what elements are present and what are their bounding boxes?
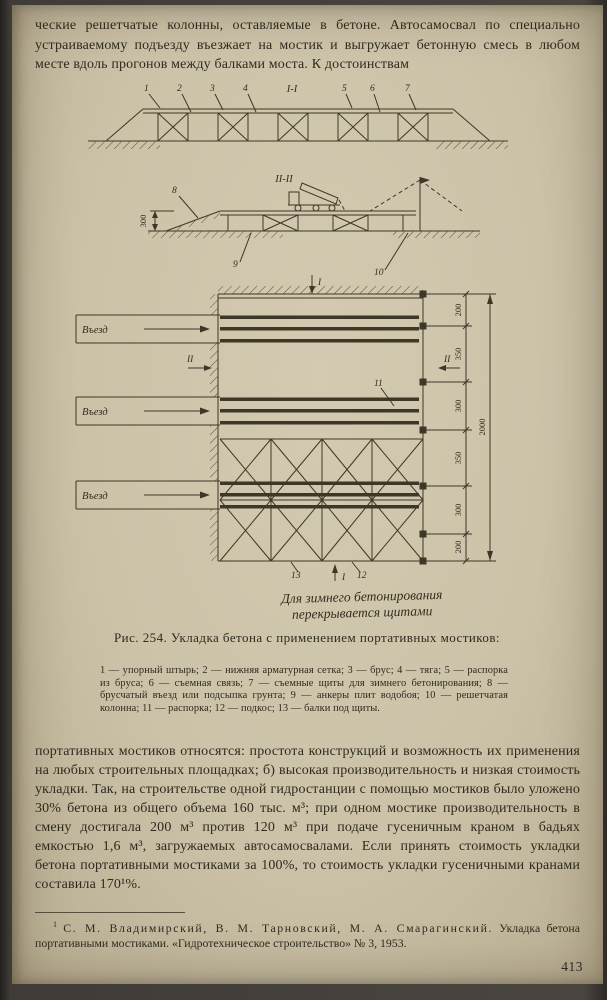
callout-5: 5 (342, 84, 347, 94)
cut-mark-ii-left: II (186, 355, 212, 371)
entrance-3-beams (220, 481, 419, 509)
plan-top-hatch (218, 286, 423, 294)
ground-hatch-left (88, 141, 160, 149)
cut-i-bottom-label: I (341, 573, 346, 583)
footnote-authors: С. М. Владимирский, В. М. Тарновский, М.… (63, 920, 494, 935)
entrance-3-label: Въезд (82, 491, 108, 502)
callout-13: 13 (291, 571, 301, 581)
cut-mark-i-top: I (309, 275, 322, 294)
plan-left-hatch-3 (210, 425, 218, 481)
entrance-1-label: Въезд (82, 325, 108, 336)
ground-hatch-ii-right (393, 231, 480, 238)
dim-chain-1: 200 (453, 304, 463, 317)
paragraph-body: портативных мостиков относятся: простота… (35, 744, 580, 892)
plan-left-hatch-1 (210, 294, 218, 315)
callout-2: 2 (177, 84, 182, 94)
dim-300: 300 (138, 210, 174, 232)
page-number: 413 (561, 959, 583, 974)
callout-7: 7 (405, 84, 411, 94)
bridge-deck-section (148, 210, 480, 232)
cut-ii-right-label: II (443, 355, 451, 365)
figure-caption: Рис. 254. Укладка бетона с применением п… (113, 630, 500, 645)
dim-chain-5: 300 (453, 504, 463, 517)
entrance-2: Въезд (75, 396, 419, 426)
callout-1: 1 (144, 84, 149, 94)
dim-label-300: 300 (138, 215, 148, 228)
dimension-overall: 2000 (472, 293, 496, 562)
footnote-text: Укладка бетона портативными мостиками. «… (35, 920, 580, 950)
callout-6: 6 (370, 84, 375, 94)
footnote: 1 С. М. Владимирский, В. М. Тарновский, … (35, 918, 580, 950)
cut-mark-i-bottom: I (332, 564, 346, 583)
figure-legend: 1 — упорный штырь; 2 — нижняя арматурная… (100, 665, 508, 714)
callout-leaders-1-7: 1 2 3 4 5 6 7 (144, 84, 417, 113)
section-ii-ii: II-II (138, 174, 480, 278)
dump-truck (288, 182, 346, 212)
plan-walls (217, 293, 424, 562)
dim-chain-2: 350 (453, 348, 463, 361)
section-label-ii-ii: II-II (274, 174, 293, 185)
entrance-1: Въезд (75, 314, 419, 344)
entrance-3: Въезд (75, 480, 419, 510)
dim-chain-3: 300 (453, 400, 463, 413)
cut-mark-ii-right: II (438, 355, 460, 371)
figure-drawing: I-I 1 2 3 4 5 6 7 (75, 84, 508, 583)
footnote-marker: 1 (53, 920, 57, 929)
cut-i-top-label: I (317, 278, 322, 288)
callout-10: 10 (374, 268, 384, 278)
dim-chain-4: 350 (453, 452, 463, 465)
shield-grid (219, 438, 424, 562)
plan-left-hatch-4 (210, 509, 218, 561)
section-i-i: I-I 1 2 3 4 5 6 7 (88, 84, 508, 149)
callout-9: 9 (233, 260, 238, 270)
callout-4: 4 (243, 84, 248, 94)
plan-left-hatch-2 (210, 343, 218, 397)
anchor-pole (369, 177, 463, 231)
callout-3: 3 (209, 84, 215, 94)
section-label-i-i: I-I (286, 84, 298, 95)
callout-leaders-11-13: 11 12 13 (290, 379, 395, 581)
callout-8: 8 (172, 186, 177, 196)
dim-overall-2000: 2000 (477, 419, 487, 436)
entrance-1-beams (220, 315, 419, 343)
ground-hatch-right (436, 141, 508, 149)
callout-12: 12 (357, 571, 367, 581)
plan-view: Въезд Въезд (75, 275, 496, 583)
ground-hatch-ii-left (148, 231, 283, 238)
figure-handwritten-note: Для зимнего бетонирования перекрывается … (247, 586, 478, 624)
dim-chain-6: 200 (453, 541, 463, 554)
callout-11: 11 (374, 379, 383, 389)
callout-leaders-8-10: 8 9 10 (172, 186, 409, 278)
paragraph-top: ческие решетчатые колонны, оставляемые в… (35, 18, 580, 72)
dimension-chain: 200 350 300 350 300 200 (425, 290, 472, 565)
ramp-hatch (166, 211, 220, 231)
entrance-2-beams (220, 397, 419, 425)
footnote-divider (35, 912, 185, 913)
page-paper: ческие решетчатые колонны, оставляемые в… (12, 5, 603, 984)
cut-ii-left-label: II (186, 355, 194, 365)
truss-elevation (88, 108, 508, 142)
entrance-2-label: Въезд (82, 407, 108, 418)
